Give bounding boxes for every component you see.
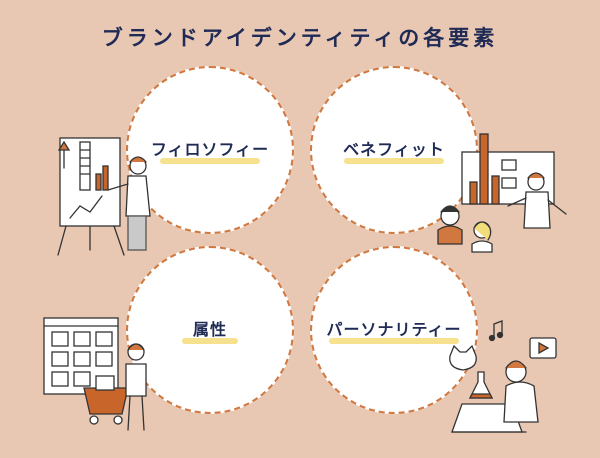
element-label: ベネフィット bbox=[343, 140, 445, 159]
element-circle-philosophy: フィロソフィー bbox=[126, 66, 294, 234]
label-highlight bbox=[182, 338, 238, 344]
label-highlight bbox=[329, 338, 459, 344]
element-circle-attribute: 属性 bbox=[126, 246, 294, 414]
element-label: フィロソフィー bbox=[150, 140, 270, 159]
element-label: パーソナリティー bbox=[326, 320, 462, 339]
page-title: ブランドアイデンティティの各要素 bbox=[101, 26, 499, 50]
label-highlight bbox=[344, 158, 444, 164]
element-label: 属性 bbox=[192, 320, 227, 339]
element-circle-personality: パーソナリティー bbox=[310, 246, 478, 414]
label-highlight bbox=[160, 158, 260, 164]
